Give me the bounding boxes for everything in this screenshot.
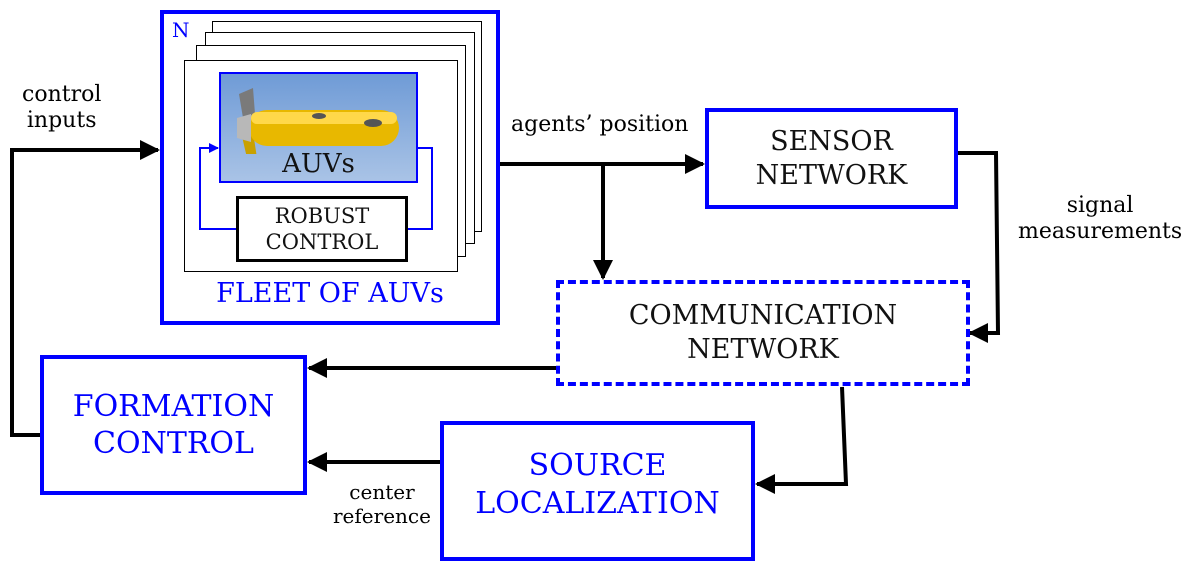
- arrow-signal-measurements: [958, 151, 1001, 343]
- label-signal-measurements-line-2: measurements: [1018, 219, 1183, 245]
- label-control-inputs-line-1: control: [22, 82, 102, 107]
- feedback-wire-right: [406, 147, 433, 230]
- fleet-count-label: N: [172, 18, 190, 42]
- label-signal-measurements-line-1: signal: [1066, 193, 1134, 218]
- arrow-communication-to-source: [755, 386, 849, 494]
- connections: [10, 140, 1001, 494]
- robust-control-block: ROBUST CONTROL: [236, 196, 408, 262]
- formation-control-line-2: CONTROL: [93, 426, 254, 461]
- label-center-reference-line-1: center: [349, 480, 415, 504]
- communication-network-line-1: COMMUNICATION: [628, 300, 898, 332]
- auv-panel: AUVs: [219, 72, 418, 183]
- sensor-network-line-2: NETWORK: [755, 159, 908, 191]
- auv-icon: [237, 88, 399, 154]
- label-control-inputs: control inputs: [22, 82, 101, 135]
- label-signal-measurements: signal measurements: [1018, 193, 1182, 246]
- source-localization-line-1: SOURCE: [528, 448, 667, 483]
- robust-control-line-2: CONTROL: [265, 230, 379, 254]
- label-center-reference: center reference: [333, 480, 431, 528]
- robust-control-line-1: ROBUST: [274, 203, 370, 228]
- source-localization-block: SOURCE LOCALIZATION: [440, 421, 755, 561]
- communication-network-block: COMMUNICATION NETWORK: [556, 280, 970, 386]
- formation-control-line-1: FORMATION: [72, 388, 275, 424]
- sensor-network-block: SENSOR NETWORK: [705, 108, 958, 209]
- formation-control-block: FORMATION CONTROL: [40, 355, 307, 495]
- auv-label: AUVs: [282, 149, 355, 179]
- inner-loop: [199, 143, 433, 230]
- sensor-network-line-1: SENSOR: [770, 125, 893, 157]
- label-center-reference-line-2: reference: [333, 504, 431, 528]
- block-diagram: FLEET OF AUVs N AUVs ROBUST CONTROL SENS…: [10, 10, 1182, 561]
- communication-network-line-2: NETWORK: [687, 334, 839, 365]
- feedback-wire-left: [199, 143, 238, 230]
- fleet-title: FLEET OF AUVs: [216, 278, 444, 310]
- source-localization-line-2: LOCALIZATION: [475, 485, 720, 521]
- label-control-inputs-line-2: inputs: [26, 108, 97, 134]
- label-agents-position: agents’ position: [511, 112, 689, 137]
- arrow-control-inputs: [10, 140, 160, 437]
